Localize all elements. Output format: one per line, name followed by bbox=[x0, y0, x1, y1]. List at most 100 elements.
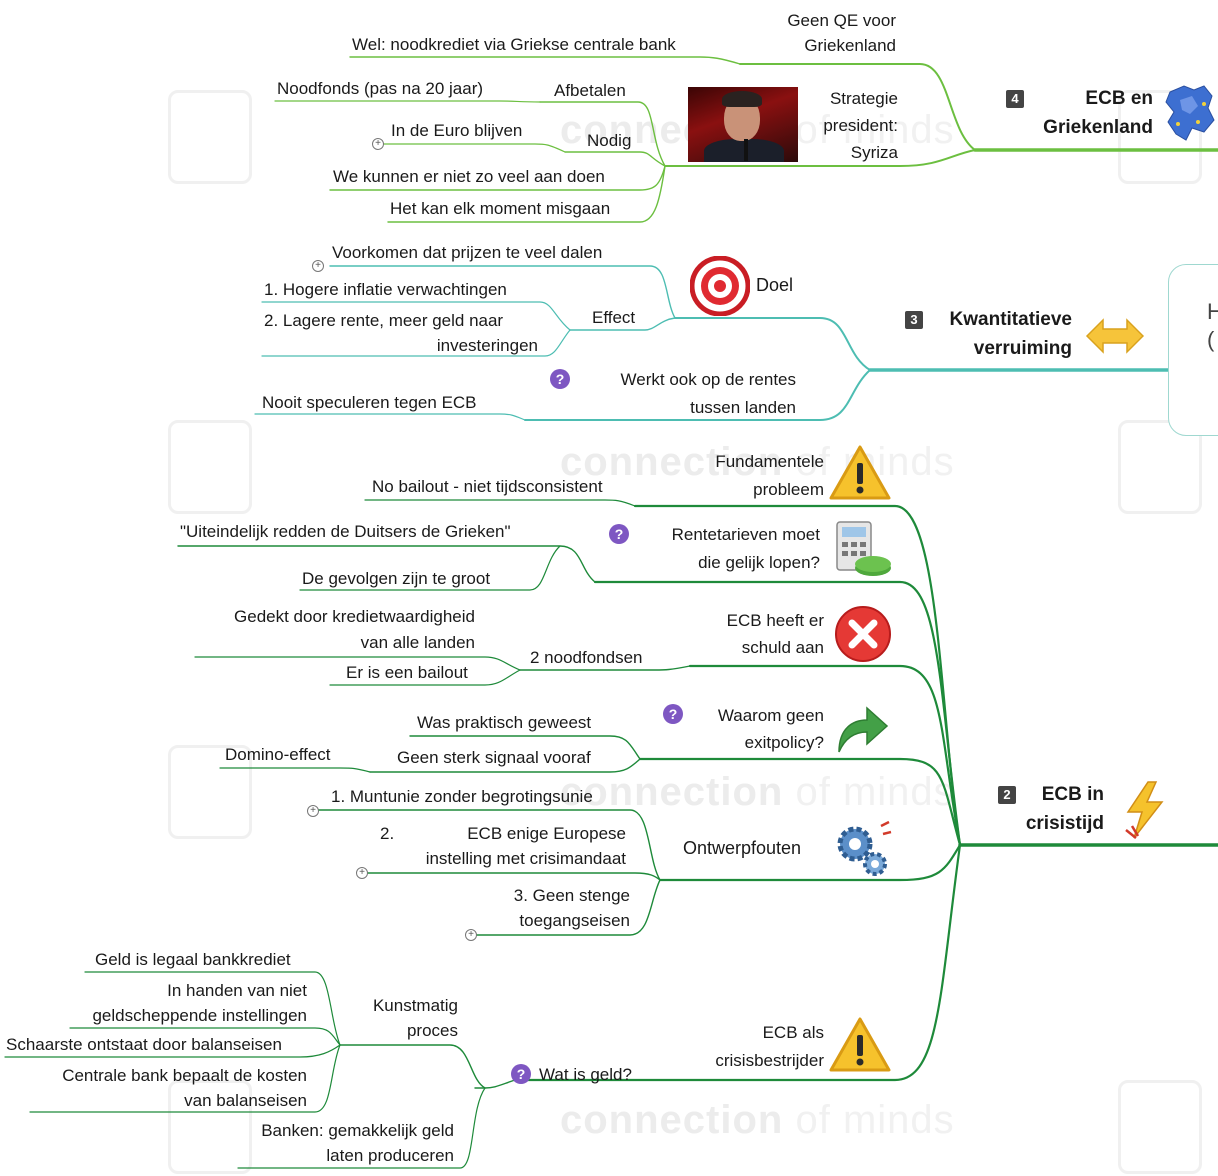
branch-4-title[interactable]: ECB en Griekenland bbox=[1005, 84, 1153, 142]
ontwerp-2-node[interactable]: ECB enige Europese instelling met crisim… bbox=[398, 821, 626, 871]
effect-2-line2: investeringen bbox=[436, 336, 538, 355]
strategie-node[interactable]: Strategie president: Syriza bbox=[790, 85, 898, 166]
strategie-line3: Syriza bbox=[850, 143, 898, 162]
niet-veel-node[interactable]: We kunnen er niet zo veel aan doen bbox=[333, 167, 605, 186]
doel-node[interactable]: Doel bbox=[756, 275, 794, 295]
rentes-node[interactable]: Werkt ook op de rentes tussen landen bbox=[560, 366, 796, 422]
domino-node[interactable]: Domino-effect bbox=[225, 745, 331, 764]
schuld-node[interactable]: ECB heeft er schuld aan bbox=[690, 607, 824, 661]
branch-3-title[interactable]: Kwantitatieve verruiming bbox=[920, 305, 1072, 363]
noodfondsen-node[interactable]: 2 noodfondsen bbox=[530, 648, 643, 667]
ontwerp-3-node[interactable]: 3. Geen stenge toegangseisen bbox=[470, 883, 630, 933]
gears-icon bbox=[837, 820, 892, 876]
effect-2-node[interactable]: 2. Lagere rente, meer geld naar invester… bbox=[264, 308, 538, 358]
voorkomen-node[interactable]: Voorkomen dat prijzen te veel dalen bbox=[332, 243, 603, 262]
afbetalen-node[interactable]: Afbetalen bbox=[554, 81, 626, 100]
expand-toggle-icon[interactable]: + bbox=[312, 260, 324, 272]
effect-2-line1: 2. Lagere rente, meer geld naar bbox=[264, 311, 504, 330]
effect-node[interactable]: Effect bbox=[592, 308, 636, 327]
rentetarieven-node[interactable]: Rentetarieven moet die gelijk lopen? bbox=[630, 521, 820, 577]
crisisbestrijder-line2: crisisbestrijder bbox=[715, 1051, 824, 1070]
ontwerp-1-node[interactable]: 1. Muntunie zonder begrotingsunie bbox=[331, 787, 593, 806]
speculeren-node[interactable]: Nooit speculeren tegen ECB bbox=[262, 393, 477, 412]
branch-2-lines bbox=[4, 499, 1218, 1169]
nodig-node[interactable]: Nodig bbox=[587, 131, 632, 150]
geen-qe-node[interactable]: Geen QE voor Griekenland bbox=[740, 8, 896, 58]
gedekt-node[interactable]: Gedekt door kredietwaardigheid van alle … bbox=[198, 604, 475, 656]
legaal-node[interactable]: Geld is legaal bankkrediet bbox=[95, 950, 291, 969]
branch-4-to-nodig bbox=[564, 151, 666, 167]
branch-2-to-ontwerp-2 bbox=[359, 872, 661, 881]
branch-2-to-gedekt bbox=[194, 656, 521, 671]
watermark-figure bbox=[1118, 1080, 1202, 1174]
branch-3-to-rentes bbox=[524, 369, 871, 421]
gevolgen-node[interactable]: De gevolgen zijn te groot bbox=[302, 569, 491, 588]
branch-4-lines bbox=[274, 56, 1218, 223]
branch-3-to-effect-1 bbox=[261, 301, 571, 331]
ontwerp-2-line1: ECB enige Europese bbox=[467, 824, 626, 843]
banken-node[interactable]: Banken: gemakkelijk geld laten producere… bbox=[240, 1118, 454, 1168]
branch-2-to-ontwerp bbox=[658, 843, 962, 882]
question-icon: ? bbox=[609, 524, 629, 544]
crisisbestrijder-node[interactable]: ECB als crisisbestrijder bbox=[680, 1019, 824, 1075]
branch-2-to-signaal bbox=[369, 758, 641, 773]
branch-2-to-banken bbox=[237, 1087, 486, 1169]
euro-blijven-node[interactable]: In de Euro blijven bbox=[391, 121, 523, 140]
fundamentele-node[interactable]: Fundamentele probleem bbox=[672, 448, 824, 504]
strategie-line1: Strategie bbox=[829, 89, 898, 108]
branch-2-to-ontwerp-3 bbox=[469, 879, 661, 936]
branch-2-to-kunst bbox=[339, 1044, 486, 1089]
no-bailout-node[interactable]: No bailout - niet tijdsconsistent bbox=[372, 477, 603, 496]
kosten-node[interactable]: Centrale bank bepaalt de kosten van bala… bbox=[30, 1063, 307, 1113]
kunstmatig-line2: proces bbox=[406, 1021, 458, 1040]
next-map-box[interactable]: H ( bbox=[1168, 264, 1218, 436]
ontwerpfouten-node[interactable]: Ontwerpfouten bbox=[683, 838, 802, 858]
branch-4-number-badge: 4 bbox=[1006, 90, 1024, 108]
fundamentele-line2: probleem bbox=[753, 480, 824, 499]
schaarste-node[interactable]: Schaarste ontstaat door balanseisen bbox=[6, 1035, 282, 1054]
signaal-node[interactable]: Geen sterk signaal vooraf bbox=[397, 748, 591, 767]
effect-1-node[interactable]: 1. Hogere inflatie verwachtingen bbox=[264, 280, 507, 299]
branch-4-to-afbetalen bbox=[539, 101, 666, 167]
handen-node[interactable]: In handen van niet geldscheppende instel… bbox=[60, 978, 307, 1028]
misgaan-node[interactable]: Het kan elk moment misgaan bbox=[390, 199, 611, 218]
question-icon: ? bbox=[663, 704, 683, 724]
schuld-line2: schuld aan bbox=[741, 638, 824, 657]
kunstmatig-node[interactable]: Kunstmatig proces bbox=[340, 993, 458, 1043]
uiteindelijk-node[interactable]: "Uiteindelijk redden de Duitsers de Grie… bbox=[180, 522, 511, 541]
branch-2-title-line2: crisistijd bbox=[1025, 813, 1104, 834]
expand-toggle-icon[interactable]: + bbox=[356, 867, 368, 879]
branch-2-to-domino bbox=[219, 767, 371, 773]
branch-3-to-effect-2 bbox=[261, 329, 571, 357]
branch-2-to-praktisch bbox=[409, 735, 641, 760]
watermark-figure bbox=[168, 1080, 252, 1174]
portrait-microphone bbox=[744, 139, 748, 161]
banken-line2: laten produceren bbox=[326, 1146, 454, 1165]
geen-qe-line1: Geen QE voor bbox=[787, 11, 896, 30]
noodkrediet-node[interactable]: Wel: noodkrediet via Griekse centrale ba… bbox=[352, 35, 676, 54]
gedekt-line2: van alle landen bbox=[360, 633, 475, 652]
wat-is-geld-node[interactable]: Wat is geld? bbox=[539, 1065, 632, 1084]
question-icon: ? bbox=[511, 1064, 531, 1084]
exitpolicy-node[interactable]: Waarom geen exitpolicy? bbox=[684, 702, 824, 756]
branch-2-to-gevolgen bbox=[299, 545, 561, 591]
expand-toggle-icon[interactable]: + bbox=[372, 138, 384, 150]
bailout-node[interactable]: Er is een bailout bbox=[346, 663, 468, 682]
noodfonds-node[interactable]: Noodfonds (pas na 20 jaar) bbox=[277, 79, 484, 98]
expand-toggle-icon[interactable]: + bbox=[465, 929, 477, 941]
branch-2-to-exit bbox=[638, 757, 962, 847]
exitpolicy-line2: exitpolicy? bbox=[744, 733, 824, 752]
expand-toggle-icon[interactable]: + bbox=[307, 805, 319, 817]
watermark-figure bbox=[1118, 420, 1202, 514]
portrait-hair bbox=[722, 91, 762, 107]
praktisch-node[interactable]: Was praktisch geweest bbox=[417, 713, 592, 732]
branch-4-to-noodkrediet bbox=[349, 56, 741, 65]
branch-4-to-geen-qe bbox=[739, 63, 976, 151]
handen-line1: In handen van niet bbox=[167, 981, 307, 1000]
tsipras-portrait bbox=[688, 87, 798, 162]
question-icon: ? bbox=[550, 369, 570, 389]
next-map-box-text: H bbox=[1207, 299, 1218, 324]
branch-2-title[interactable]: ECB in crisistijd bbox=[1000, 780, 1104, 838]
branch-3-to-speculeren bbox=[254, 413, 526, 421]
